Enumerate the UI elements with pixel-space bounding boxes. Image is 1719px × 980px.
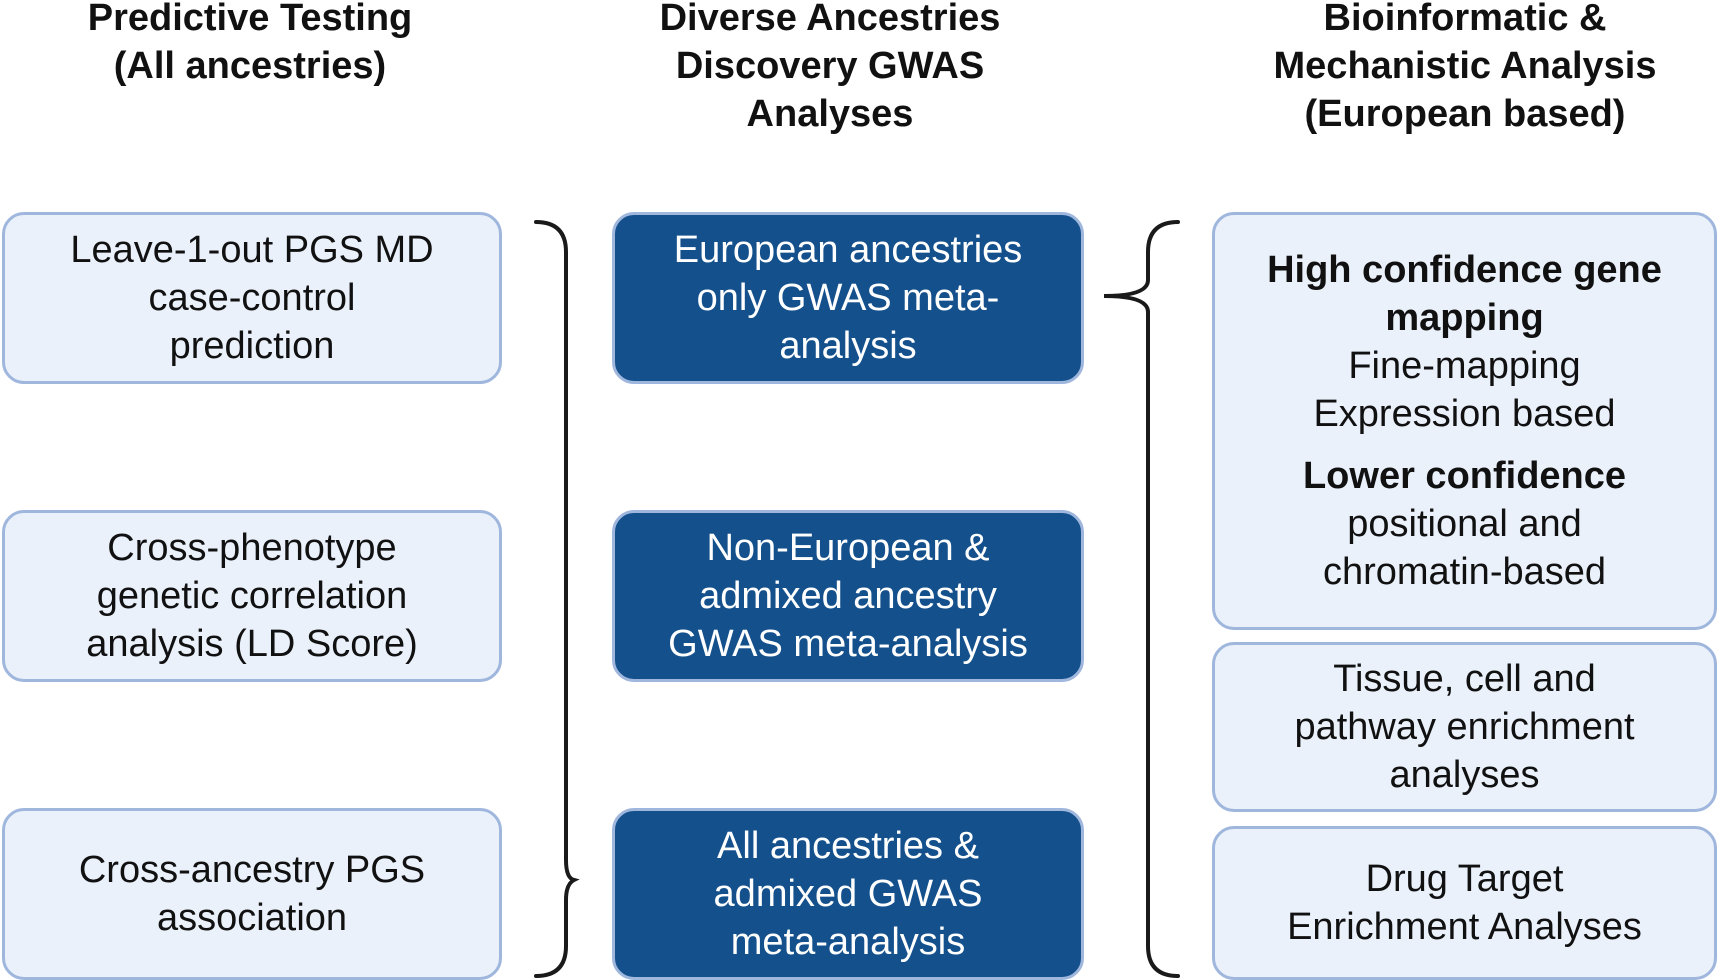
gene-mapping-box: High confidence gene mapping Fine-mappin… bbox=[1212, 212, 1717, 630]
all-ancestries-gwas-box: All ancestries & admixed GWAS meta-analy… bbox=[612, 808, 1084, 980]
right-column-heading: Bioinformatic & Mechanistic Analysis (Eu… bbox=[1273, 0, 1657, 135]
middle-column-heading: Diverse Ancestries Discovery GWAS Analys… bbox=[659, 0, 1001, 135]
left-brace bbox=[534, 220, 580, 978]
non-european-gwas-box: Non-European & admixed ancestry GWAS met… bbox=[612, 510, 1084, 682]
genetic-correlation-box: Cross-phenotype genetic correlation anal… bbox=[2, 510, 502, 682]
drug-target-box: Drug Target Enrichment Analyses bbox=[1212, 826, 1717, 980]
right-brace bbox=[1103, 220, 1180, 978]
pgs-case-control-box: Leave-1-out PGS MD case-control predicti… bbox=[2, 212, 502, 384]
cross-ancestry-pgs-box: Cross-ancestry PGS association bbox=[2, 808, 502, 980]
enrichment-analyses-box: Tissue, cell and pathway enrichment anal… bbox=[1212, 642, 1717, 812]
left-column-heading: Predictive Testing (All ancestries) bbox=[87, 0, 413, 87]
european-gwas-box: European ancestries only GWAS meta- anal… bbox=[612, 212, 1084, 384]
